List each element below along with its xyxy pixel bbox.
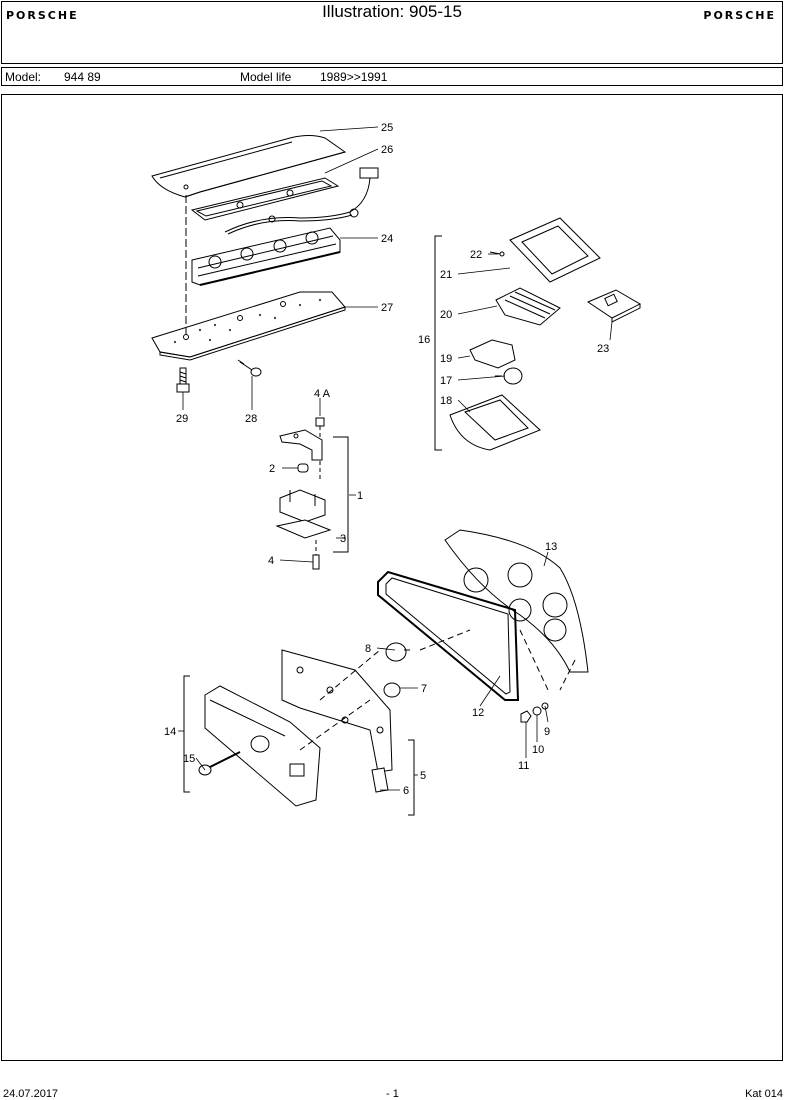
part-15-screw bbox=[198, 751, 241, 776]
callout-4: 4 bbox=[268, 555, 274, 567]
callout-9: 9 bbox=[544, 726, 550, 738]
callout-26: 26 bbox=[381, 144, 393, 156]
license-light-bracket bbox=[279, 429, 323, 461]
callout-14: 14 bbox=[164, 726, 176, 738]
part-4a-screw bbox=[315, 417, 325, 427]
model-life-value: 1989>>1991 bbox=[320, 70, 388, 84]
callout-6: 6 bbox=[403, 785, 409, 797]
callout-13: 13 bbox=[545, 541, 557, 553]
callout-12: 12 bbox=[472, 707, 484, 719]
callout-8: 8 bbox=[365, 643, 371, 655]
part-24-light-unit bbox=[191, 227, 341, 286]
part-18-housing bbox=[449, 394, 541, 451]
callout-7: 7 bbox=[421, 683, 427, 695]
part-4-screw bbox=[312, 554, 320, 570]
part-3-lens bbox=[275, 519, 332, 539]
callout-17: 17 bbox=[440, 375, 452, 387]
callout-16: 16 bbox=[418, 334, 430, 346]
part-8-bulb bbox=[385, 642, 410, 662]
callout-24: 24 bbox=[381, 233, 393, 245]
callout-19: 19 bbox=[440, 353, 452, 365]
part-2-bulb bbox=[297, 463, 309, 473]
group-bracket-5 bbox=[408, 739, 415, 816]
part-19-socket bbox=[469, 339, 516, 369]
part-23-label bbox=[586, 289, 642, 323]
callout-11: 11 bbox=[518, 760, 529, 772]
callout-20: 20 bbox=[440, 309, 452, 321]
callout-22: 22 bbox=[470, 249, 482, 261]
cable-harness bbox=[224, 167, 379, 235]
model-life-label: Model life bbox=[240, 70, 292, 84]
model-label: Model: bbox=[5, 70, 42, 84]
part-7-bulb bbox=[383, 682, 401, 698]
part-22-screw bbox=[489, 251, 505, 257]
part-13-tail-lamp-housing bbox=[444, 529, 589, 673]
callout-15: 15 bbox=[183, 753, 195, 765]
group-bracket-1 bbox=[333, 436, 349, 553]
part-26-gasket bbox=[190, 177, 340, 221]
callout-23: 23 bbox=[597, 343, 609, 355]
callout-3: 3 bbox=[340, 533, 346, 545]
callout-27: 27 bbox=[381, 302, 393, 314]
porsche-logo-right: PORSCHE bbox=[703, 9, 776, 22]
group-bracket-16 bbox=[434, 235, 442, 451]
part-21-frame bbox=[509, 217, 601, 283]
callout-2: 2 bbox=[269, 463, 275, 475]
part-1-housing bbox=[279, 489, 326, 523]
callout-21: 21 bbox=[440, 269, 452, 281]
part-29-bolt bbox=[176, 367, 190, 393]
callout-18: 18 bbox=[440, 395, 452, 407]
part-12-gasket bbox=[377, 570, 520, 701]
callout-10: 10 bbox=[532, 744, 544, 756]
footer-date: 24.07.2017 bbox=[3, 1088, 59, 1100]
part-28-bulb bbox=[237, 359, 262, 377]
model-value: 944 89 bbox=[64, 70, 101, 84]
page-header: PORSCHE Illustration: 905-15 PORSCHE bbox=[1, 1, 783, 64]
model-bar: Model: 944 89 Model life 1989>>1991 bbox=[1, 67, 783, 86]
footer-catalog: Kat 014 bbox=[745, 1088, 783, 1100]
part-14-lamp-cover bbox=[204, 685, 321, 807]
part-6-connector bbox=[371, 767, 389, 793]
parts-9-10-11-nut-washers bbox=[520, 702, 549, 723]
callout-4a: 4 A bbox=[314, 388, 331, 400]
callout-28: 28 bbox=[245, 413, 257, 425]
callout-29: 29 bbox=[176, 413, 188, 425]
illustration-title: Illustration: 905-15 bbox=[322, 2, 462, 21]
callout-1: 1 bbox=[357, 490, 363, 502]
part-20-lens bbox=[495, 287, 561, 326]
illustration-frame bbox=[1, 94, 783, 1061]
part-17-bulb bbox=[495, 367, 523, 385]
part-25-cover bbox=[151, 135, 347, 198]
footer-page-number: - 1 bbox=[386, 1088, 399, 1100]
porsche-logo-left: PORSCHE bbox=[6, 9, 79, 22]
group-bracket-14 bbox=[183, 675, 190, 793]
part-27-base-plate bbox=[151, 291, 346, 361]
callout-5: 5 bbox=[420, 770, 426, 782]
callout-25: 25 bbox=[381, 122, 393, 134]
